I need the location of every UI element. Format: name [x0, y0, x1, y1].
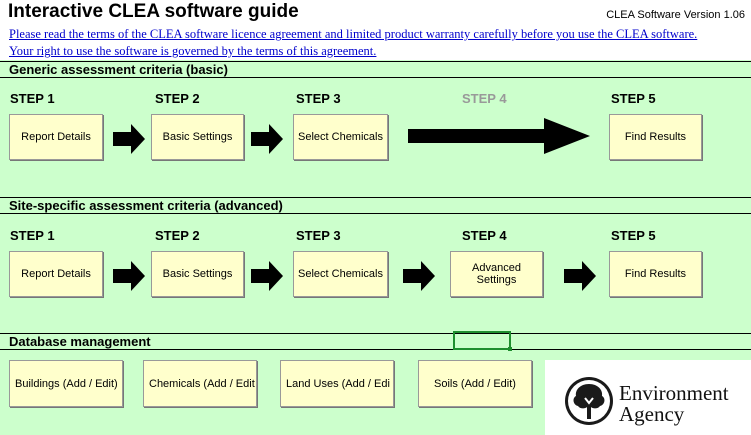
selected-cell[interactable] — [453, 331, 512, 351]
site-section-heading: Site-specific assessment criteria (advan… — [0, 197, 751, 214]
site-report-details-button[interactable]: Report Details — [9, 251, 103, 297]
site-find-results-button[interactable]: Find Results — [609, 251, 702, 297]
arrow-right-icon — [251, 124, 283, 154]
generic-section-heading: Generic assessment criteria (basic) — [0, 61, 751, 78]
buildings-add-edit-button[interactable]: Buildings (Add / Edit) — [9, 360, 123, 407]
arrow-right-icon — [251, 261, 283, 291]
generic-step-3: STEP 3 — [296, 91, 341, 106]
generic-basic-settings-button[interactable]: Basic Settings — [151, 114, 244, 160]
soils-add-edit-button[interactable]: Soils (Add / Edit) — [418, 360, 532, 407]
version-label: CLEA Software Version 1.06 — [606, 9, 745, 21]
licence-governed-link[interactable]: Your right to use the software is govern… — [9, 44, 377, 58]
generic-step-1: STEP 1 — [10, 91, 55, 106]
site-step-2: STEP 2 — [155, 228, 200, 243]
arrow-right-icon — [113, 261, 145, 291]
site-step-4: STEP 4 — [462, 228, 507, 243]
page-title: Interactive CLEA software guide — [8, 1, 299, 22]
site-select-chemicals-button[interactable]: Select Chemicals — [293, 251, 388, 297]
arrow-right-icon — [564, 261, 596, 291]
arrow-right-icon — [113, 124, 145, 154]
generic-report-details-button[interactable]: Report Details — [9, 114, 103, 160]
environment-agency-logo: Environment Agency — [545, 360, 751, 435]
generic-step-4: STEP 4 — [462, 91, 507, 106]
database-section-heading: Database management — [0, 333, 751, 350]
site-step-5: STEP 5 — [611, 228, 656, 243]
chemicals-add-edit-button[interactable]: Chemicals (Add / Edit — [143, 360, 257, 407]
site-advanced-settings-button[interactable]: Advanced Settings — [450, 251, 543, 297]
licence-link[interactable]: Please read the terms of the CLEA softwa… — [9, 27, 698, 41]
tree-logo-icon — [565, 377, 613, 425]
generic-step-2: STEP 2 — [155, 91, 200, 106]
generic-select-chemicals-button[interactable]: Select Chemicals — [293, 114, 388, 160]
site-step-1: STEP 1 — [10, 228, 55, 243]
generic-find-results-button[interactable]: Find Results — [609, 114, 702, 160]
logo-text-agency: Agency — [619, 402, 685, 426]
land-uses-add-edit-button[interactable]: Land Uses (Add / Edi — [280, 360, 394, 407]
site-basic-settings-button[interactable]: Basic Settings — [151, 251, 244, 297]
logo-text-environment: Environment — [619, 381, 729, 405]
site-step-3: STEP 3 — [296, 228, 341, 243]
generic-step-5: STEP 5 — [611, 91, 656, 106]
arrow-right-icon — [408, 118, 590, 154]
arrow-right-icon — [403, 261, 435, 291]
